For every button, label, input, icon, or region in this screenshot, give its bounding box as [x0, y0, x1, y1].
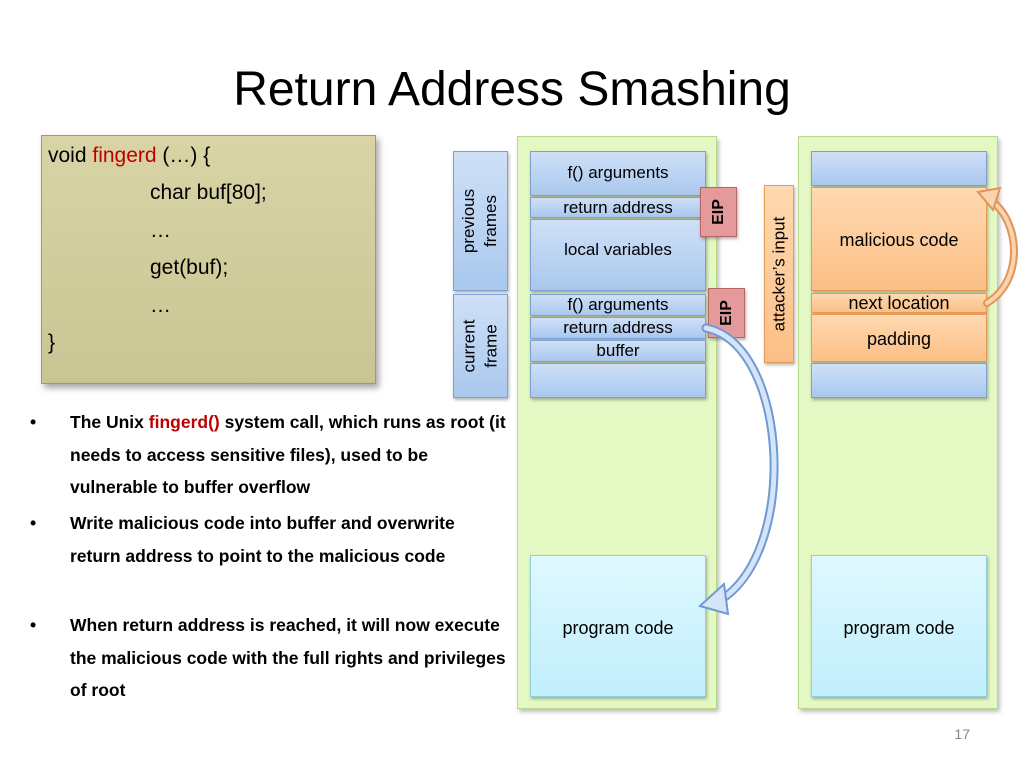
right-top-cell: [811, 151, 987, 186]
left-program-code: program code: [530, 555, 706, 697]
malicious-code-cell: malicious code: [811, 187, 987, 291]
code-line-4: get(buf);: [150, 256, 229, 279]
slide-title: Return Address Smashing: [233, 63, 791, 116]
code-snippet-box: void fingerd (…) { char buf[80]; … get(b…: [41, 135, 376, 384]
code-line-6: }: [48, 331, 56, 354]
code-line-1: void fingerd (…) {: [48, 144, 211, 167]
code-line-2: char buf[80];: [150, 181, 267, 204]
empty-stack-cell: [530, 363, 706, 398]
next-location-cell: next location: [811, 293, 987, 313]
eip-tag-top: EIP: [700, 187, 737, 237]
cur-f-arguments: f() arguments: [530, 294, 706, 316]
code-line-3: …: [150, 219, 171, 242]
return-to-code-arrowhead: [698, 581, 730, 616]
previous-frames-label: previous frames: [453, 151, 508, 291]
right-empty-cell: [811, 363, 987, 398]
next-to-malicious-arrow-inner: [985, 198, 1016, 305]
prev-return-address: return address: [530, 197, 706, 218]
right-program-code: program code: [811, 555, 987, 697]
current-frame-label: current frame: [453, 294, 508, 398]
return-to-code-arrow-inner: [703, 325, 777, 606]
cur-return-address: return address: [530, 317, 706, 339]
local-variables: local variables: [530, 219, 706, 291]
padding-cell: padding: [811, 314, 987, 362]
attackers-input-label: attacker’s input: [764, 185, 794, 363]
function-name: fingerd: [92, 144, 157, 167]
next-to-malicious-arrowhead: [976, 186, 1002, 213]
page-number: 17: [954, 726, 970, 742]
next-to-malicious-arrow: [983, 196, 1018, 307]
prev-f-arguments: f() arguments: [530, 151, 706, 196]
code-line-5: …: [150, 294, 171, 317]
return-to-code-arrow: [701, 323, 779, 608]
buffer-cell: buffer: [530, 340, 706, 362]
